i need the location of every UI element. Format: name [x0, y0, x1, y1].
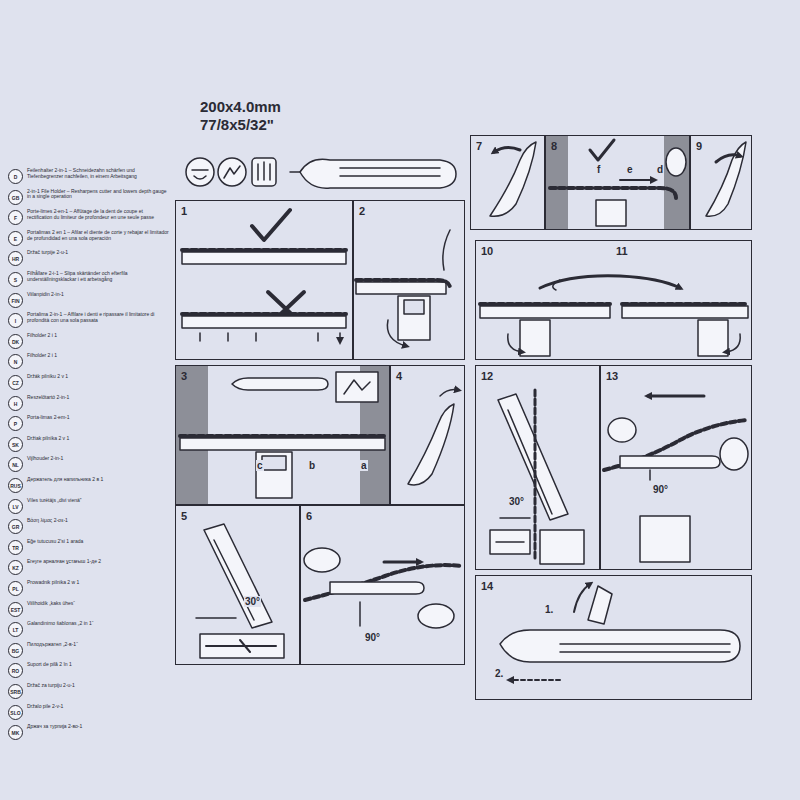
step-marker: 2.	[494, 668, 504, 679]
language-code: SK	[8, 437, 23, 452]
language-code: E	[8, 231, 23, 246]
step-panel: 14	[475, 575, 752, 700]
language-description: Držiak pilníka 2 v 1	[27, 436, 169, 442]
language-description: Reszelőtartó 2-in-1	[27, 395, 169, 401]
step-number: 2	[359, 205, 365, 217]
language-code: MK	[8, 725, 23, 740]
language-description: Држач за турпија 2-во-1	[27, 724, 169, 730]
language-code: SLO	[8, 705, 23, 720]
language-description: Пилодържател „2-в-1“	[27, 642, 169, 648]
step-number: 8	[551, 140, 557, 152]
language-code: RUS	[8, 478, 23, 493]
step-number: 11	[616, 245, 628, 257]
angle-label: 30°	[508, 496, 525, 507]
step-panel: 4	[390, 365, 465, 505]
sheet-title: 200x4.0mm	[200, 98, 281, 115]
step-panel: 2	[353, 200, 465, 360]
language-code: RO	[8, 663, 23, 678]
step-number: 5	[181, 510, 187, 522]
step-number: 1	[181, 205, 187, 217]
language-description: Егеуге арналған ұстағыш 1-де 2	[27, 559, 169, 565]
step-number: 14	[481, 580, 493, 592]
tooth-letter: b	[308, 460, 316, 471]
language-code: BG	[8, 643, 23, 658]
language-code: NL	[8, 457, 23, 472]
step-number: 12	[481, 370, 493, 382]
language-code: EST	[8, 602, 23, 617]
language-code: S	[8, 272, 23, 287]
step-panel: 12	[475, 365, 600, 570]
language-description: Viilanpidin 2-in-1	[27, 292, 169, 298]
step-number: 4	[396, 370, 402, 382]
language-description: Porte-limes 2-en-1 – Affûtage de la dent…	[27, 209, 169, 221]
language-code: PL	[8, 581, 23, 596]
language-code: P	[8, 416, 23, 431]
language-description: Filholder 2 i 1	[27, 333, 169, 339]
language-description: Galandinimo šablonas „2 in 1“	[27, 621, 169, 627]
language-code: HR	[8, 251, 23, 266]
language-description: Portalima 2-in-1 – Affilare i denti e ri…	[27, 312, 169, 324]
language-description: Držač za turpiju 2-u-1	[27, 683, 169, 689]
step-panel: 13	[600, 365, 752, 570]
language-description: Držalo pile 2-v-1	[27, 704, 169, 710]
language-description: Vijlhouder 2-in-1	[27, 456, 169, 462]
language-code: GR	[8, 519, 23, 534]
step-panel: 8	[545, 135, 690, 230]
language-code: DK	[8, 334, 23, 349]
language-code: D	[8, 169, 23, 184]
step-number: 3	[181, 370, 187, 382]
language-description: Держатель для напильника 2 в 1	[27, 477, 169, 483]
language-description: Držač turpije 2-u-1	[27, 250, 169, 256]
language-code: N	[8, 354, 23, 369]
language-description: Eğe tutucusu 2'si 1 arada	[27, 539, 169, 545]
language-description: Filholder 2 i 1	[27, 353, 169, 359]
language-code: LV	[8, 499, 23, 514]
angle-label: 90°	[364, 632, 381, 643]
step-number: 9	[696, 140, 702, 152]
tooth-letter: a	[360, 460, 368, 471]
language-code: LT	[8, 622, 23, 637]
step-panel: 9	[690, 135, 752, 230]
tooth-letter: e	[626, 164, 634, 175]
step-panel: 5	[175, 505, 300, 665]
language-code: I	[8, 313, 23, 328]
language-code: TR	[8, 540, 23, 555]
language-description: Držák pilníku 2 v 1	[27, 374, 169, 380]
angle-label: 90°	[652, 484, 669, 495]
step-panel: 1	[175, 200, 353, 360]
step-panel: 3	[175, 365, 390, 505]
step-number: 6	[306, 510, 312, 522]
tooth-letter: c	[256, 460, 264, 471]
language-code: CZ	[8, 375, 23, 390]
tooth-letter: f	[596, 164, 601, 175]
language-code: SRB	[8, 684, 23, 699]
language-code: H	[8, 396, 23, 411]
language-code: F	[8, 210, 23, 225]
language-code: KZ	[8, 560, 23, 575]
language-description: Porta-limas 2-em-1	[27, 415, 169, 421]
step-panel: 10 11	[475, 240, 752, 360]
language-description: Portalimas 2 en 1 – Afilar el diente de …	[27, 230, 169, 242]
language-description: Feilenhalter 2-in-1 – Schneidezahn schär…	[27, 168, 169, 180]
sheet-subtitle: 77/8x5/32"	[200, 116, 274, 133]
angle-label: 30°	[244, 596, 261, 607]
language-code: FIN	[8, 293, 23, 308]
language-description: Filhållare 2-i-1 – Slipa skärtänder och …	[27, 271, 169, 283]
language-description: Vīles turētājs „divi vienā”	[27, 498, 169, 504]
step-number: 7	[476, 140, 482, 152]
tooth-letter: d	[656, 164, 664, 175]
language-description: Suport de pilă 2 în 1	[27, 662, 169, 668]
step-number: 13	[606, 370, 618, 382]
language-description: 2-in-1 File Holder – Resharpens cutter a…	[27, 189, 169, 201]
language-code: GB	[8, 190, 23, 205]
step-marker: 1.	[544, 604, 554, 615]
language-description: Βάση λίμας 2-σε-1	[27, 518, 169, 524]
step-panel: 6	[300, 505, 465, 665]
language-description: Viilihoidik „kaks ühes“	[27, 601, 169, 607]
step-panel: 7	[470, 135, 545, 230]
step-number: 10	[481, 245, 493, 257]
language-description: Prowadnik pilnika 2 w 1	[27, 580, 169, 586]
